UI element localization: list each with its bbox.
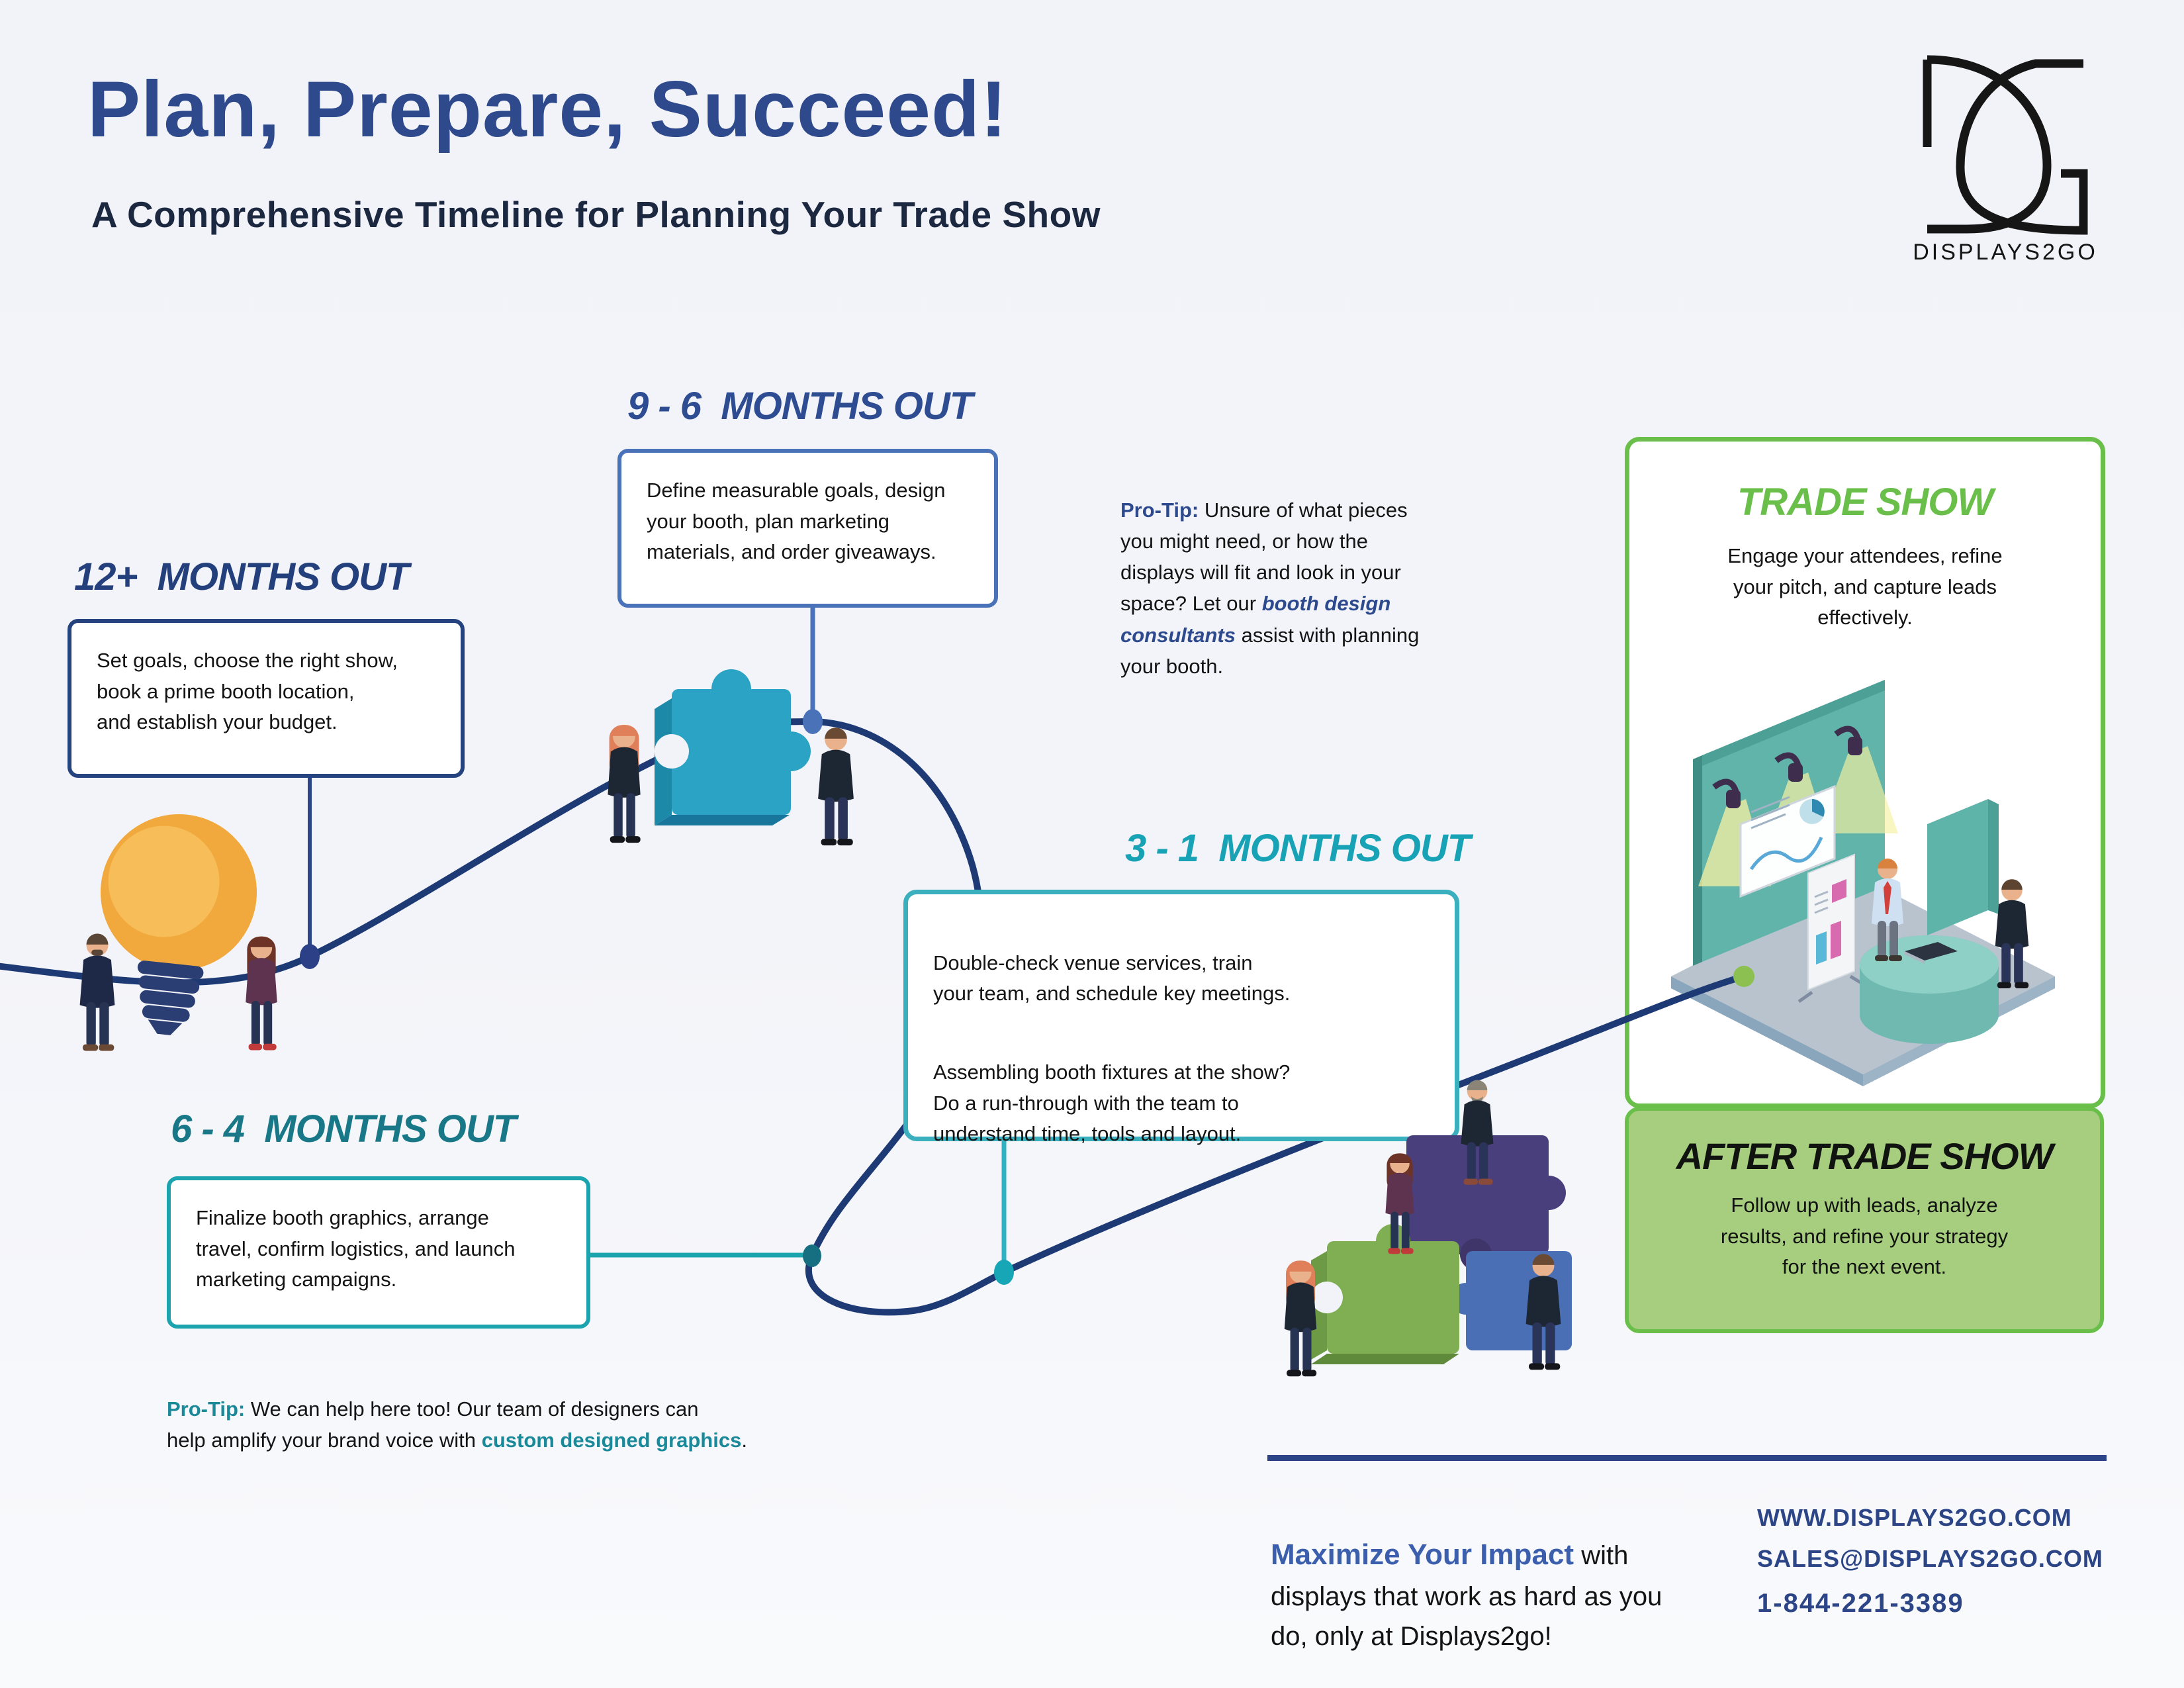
stage-box-3to1-paragraph-2: Assembling booth fixtures at the show? D…: [933, 1060, 1291, 1145]
booth-salesman: [1872, 859, 1903, 961]
node-12plus: [300, 944, 320, 969]
pro-tip-text: assist with planning your booth.: [1120, 623, 1420, 678]
person-woman: [608, 725, 641, 843]
booth-lamp-icon: [1819, 726, 1898, 833]
person-man: [79, 933, 115, 1051]
node-3to1: [994, 1260, 1014, 1285]
node-6to4: [803, 1244, 821, 1267]
pro-tip-text: Unsure of what pieces you might need, or…: [1120, 498, 1408, 616]
after-trade-show-panel: AFTER TRADE SHOW Follow up with leads, a…: [1625, 1107, 2104, 1333]
stage-box-12plus: Set goals, choose the right show, book a…: [68, 619, 465, 778]
booth-partition: [1927, 799, 1988, 935]
node-9to6: [803, 709, 823, 734]
phone-link[interactable]: 1-844-221-3389: [1757, 1589, 1964, 1618]
puzzle-piece-carry-illustration: [608, 669, 854, 846]
person-man-bearded: [1461, 1080, 1494, 1185]
booth-visitor: [1995, 879, 2029, 989]
person-man: [1525, 1254, 1561, 1370]
footer-text: with displays that work as hard as you d…: [1271, 1541, 1662, 1651]
custom-designed-graphics-link[interactable]: custom designed graphics: [481, 1429, 742, 1452]
pro-tip-booth-design: Pro-Tip: Unsure of what pieces you might…: [1120, 463, 1518, 682]
person-man: [818, 727, 854, 846]
website-link[interactable]: WWW.DISPLAYS2GO.COM: [1757, 1504, 2072, 1531]
footer-message: Maximize Your Impact with displays that …: [1271, 1493, 1747, 1656]
puzzle-pieces-stack-icon: [1311, 1135, 1572, 1364]
stage-header-9to6: 9 - 6 MONTHS OUT: [627, 385, 973, 428]
trade-show-panel: TRADE SHOW Engage your attendees, refine…: [1625, 437, 2105, 1108]
trade-show-booth-illustration: [1671, 680, 2055, 1086]
stage-header-6to4: 6 - 4 MONTHS OUT: [171, 1107, 516, 1150]
stage-header-12plus: 12+ MONTHS OUT: [74, 555, 409, 598]
pro-tip-text: We can help here too! Our team of design…: [167, 1397, 699, 1452]
email-link[interactable]: SALES@DISPLAYS2GO.COM: [1757, 1545, 2103, 1572]
stage-box-3to1-paragraph-1: Double-check venue services, train your …: [933, 951, 1291, 1006]
stage-header-3to1: 3 - 1 MONTHS OUT: [1125, 827, 1471, 870]
page-subtitle: A Comprehensive Timeline for Planning Yo…: [91, 194, 1101, 235]
person-woman: [246, 936, 277, 1051]
page-title: Plan, Prepare, Succeed!: [87, 65, 1008, 154]
after-trade-show-header: AFTER TRADE SHOW: [1676, 1135, 2054, 1177]
booth-banner-stand: [1797, 853, 1865, 1004]
pro-tip-label: Pro-Tip:: [1120, 498, 1199, 522]
after-trade-show-text: Follow up with leads, analyze results, a…: [1720, 1194, 2009, 1278]
idea-lightbulb-team-illustration: [79, 814, 277, 1051]
puzzle-piece-icon: [655, 669, 811, 825]
person-woman-redhead: [1284, 1260, 1317, 1377]
puzzle-assembly-illustration: [1284, 1080, 1572, 1377]
trade-show-text: Engage your attendees, refine your pitch…: [1727, 544, 2003, 629]
booth-design-consultants-link[interactable]: booth design consultants: [1120, 592, 1391, 647]
logo-wordmark: DISPLAYS2GO: [1913, 240, 2098, 265]
stage-box-3to1: Double-check venue services, train your …: [903, 890, 1459, 1145]
pro-tip-label: Pro-Tip:: [167, 1397, 246, 1421]
footer-lead: Maximize Your Impact: [1271, 1538, 1574, 1571]
stage-box-6to4: Finalize booth graphics, arrange travel,…: [167, 1176, 590, 1329]
dg-monogram-icon: [1923, 55, 2088, 235]
displays2go-logo: DISPLAYS2GO: [1906, 46, 2105, 265]
lightbulb-icon: [101, 814, 257, 1035]
person-woman: [1385, 1153, 1414, 1254]
trade-show-header: TRADE SHOW: [1737, 481, 1993, 524]
pro-tip-custom-graphics: Pro-Tip: We can help here too! Our team …: [167, 1362, 1040, 1456]
pro-tip-text: .: [741, 1429, 747, 1452]
stage-box-9to6: Define measurable goals, design your boo…: [617, 449, 998, 608]
footer-divider: [1267, 1455, 2107, 1461]
node-trade-show: [1733, 966, 1754, 987]
booth-screen: [1739, 784, 1836, 898]
